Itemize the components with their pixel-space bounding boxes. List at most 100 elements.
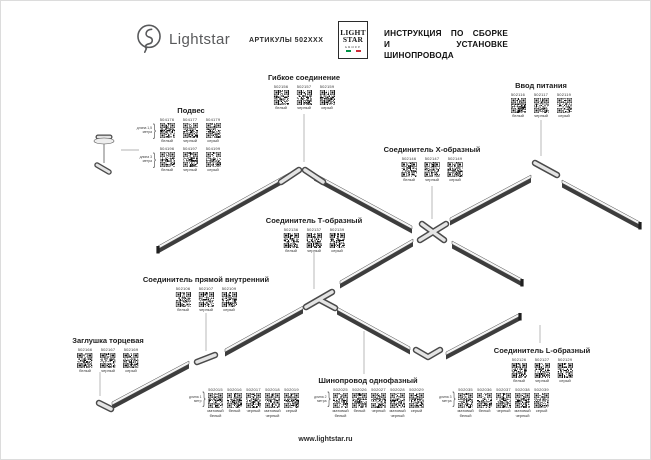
pendant-row-1: длина 1,5 метра 504176 белый 504177 черн…	[136, 117, 236, 144]
qr-item: 502126 белый	[509, 357, 529, 384]
qr-row: 504196 белый 504197 черный 504199 серый	[157, 146, 223, 173]
color-label: черный	[246, 408, 261, 413]
qr-item: 502166 белый	[75, 347, 95, 374]
qr-item: 502146 белый	[399, 156, 419, 183]
section-title: Соединитель Х-образный	[383, 145, 481, 154]
qr-code-icon	[390, 393, 406, 408]
qr-item: 502156 белый	[271, 84, 291, 111]
qr-item: 504196 белый	[157, 146, 177, 173]
connector-pieces	[95, 159, 561, 413]
article-number: 502167	[100, 347, 116, 352]
qr-code-icon	[510, 98, 526, 113]
qr-code-icon	[371, 393, 387, 408]
section-power-feed: Ввод питания 502116 белый 502117 черный …	[508, 81, 574, 119]
color-label: серый	[535, 408, 548, 413]
color-label: белый	[228, 408, 241, 413]
qr-code-icon	[319, 90, 335, 105]
qr-item: 502038 матовый черный	[514, 387, 532, 418]
article-number: 502146	[401, 156, 417, 161]
qr-code-icon	[205, 123, 221, 138]
qr-code-icon	[409, 393, 425, 408]
color-label: белый	[275, 105, 287, 110]
section-title: Подвес	[177, 106, 205, 115]
qr-item: 502107 черный	[196, 286, 216, 313]
qr-code-icon	[534, 363, 550, 378]
qr-code-icon	[208, 393, 223, 408]
color-label: матовый белый	[207, 408, 224, 418]
color-label: белый	[353, 408, 366, 413]
color-label: матовый черный	[514, 408, 531, 418]
article-number: 502017	[246, 387, 261, 392]
lightstar-group-logo: LIGHT STAR GROUP	[338, 21, 368, 59]
color-label: черный	[183, 138, 197, 143]
qr-code-icon	[77, 353, 93, 368]
leader-lines	[99, 114, 542, 396]
qr-code-icon	[123, 353, 139, 368]
article-number: 504176	[159, 117, 175, 122]
length-label: длина 1 метр	[189, 395, 202, 403]
qr-item: 502037 черный	[495, 387, 513, 418]
qr-code-icon	[424, 162, 440, 177]
article-number: 504199	[205, 145, 221, 151]
qr-item: 504177 черный	[180, 117, 200, 144]
qr-code-icon	[221, 292, 237, 307]
color-label: матовый белый	[332, 408, 349, 418]
qr-code-icon	[246, 393, 261, 408]
qr-item: 502109 серый	[219, 286, 239, 313]
qr-item: 502019 серый	[283, 387, 301, 418]
section-track: Шинопровод однофазный длина 1 метр 50201…	[189, 376, 550, 418]
qr-code-icon	[175, 292, 191, 307]
article-number: 502139	[329, 227, 345, 232]
qr-row: 502126 белый 502127 черный 502129 серый	[494, 357, 590, 384]
section-title: Шинопровод однофазный	[318, 376, 418, 385]
articles-label: АРТИКУЛЫ 502XXX	[249, 37, 324, 44]
section-flexible-connector: Гибкое соединение 502156 белый 502157 че…	[268, 73, 340, 111]
qr-code-icon	[401, 162, 417, 177]
qr-code-icon	[533, 98, 549, 113]
qr-item: 502136 белый	[281, 227, 301, 254]
document-title-line1: ИНСТРУКЦИЯ ПО СБОРКЕ	[384, 29, 508, 38]
qr-item: 502025 матовый белый	[332, 387, 350, 418]
color-label: белый	[513, 378, 525, 383]
brace-icon	[453, 389, 456, 407]
qr-item: 502017 черный	[245, 387, 263, 418]
section-title: Ввод питания	[515, 81, 567, 90]
article-number: 502136	[283, 227, 299, 232]
length-label: длина 3 метра	[139, 154, 152, 163]
article-number: 502028	[390, 387, 405, 392]
qr-code-icon	[511, 363, 527, 378]
article-number: 502029	[409, 387, 424, 392]
qr-code-icon	[159, 123, 175, 138]
article-number: 504177	[182, 117, 198, 122]
article-number: 502019	[284, 387, 299, 392]
qr-item: 502159 серый	[317, 84, 337, 111]
color-label: черный	[101, 368, 115, 373]
color-label: серый	[559, 378, 571, 383]
color-label: черный	[297, 105, 311, 110]
color-label: серый	[558, 113, 570, 118]
qr-item: 504179 серый	[203, 117, 223, 144]
article-number: 502159	[319, 84, 335, 89]
qr-item: 502119 серый	[554, 92, 574, 119]
track-group-2m: длина 2 метра 502025 матовый белый 50202…	[311, 387, 426, 418]
qr-item: 502016 белый	[226, 387, 244, 418]
color-label: белый	[285, 248, 297, 253]
color-label: белый	[478, 408, 491, 413]
qr-item: 504199 серый	[203, 146, 223, 173]
brace-icon	[153, 150, 156, 168]
qr-code-icon	[556, 98, 572, 113]
lightstar-logo: Lightstar	[134, 22, 230, 56]
brand-wordmark: Lightstar	[169, 30, 231, 48]
section-l-connector: Соединитель L-образный 502126 белый 5021…	[494, 346, 590, 384]
pendant-icon	[93, 134, 115, 175]
qr-item: 502127 черный	[532, 357, 552, 384]
qr-item: 502147 черный	[422, 156, 442, 183]
logobox-line2: STAR	[342, 35, 364, 44]
article-number: 502169	[123, 347, 139, 352]
qr-item: 502116 белый	[508, 92, 528, 119]
qr-row: 502025 матовый белый 502026 белый 502027…	[332, 387, 426, 418]
qr-row: 502106 белый 502107 черный 502109 серый	[143, 286, 269, 313]
section-pendant: Подвес длина 1,5 метра 504176 белый 5041…	[136, 106, 236, 172]
brace-icon	[153, 121, 156, 139]
logobox-line3: GROUP	[344, 44, 362, 49]
